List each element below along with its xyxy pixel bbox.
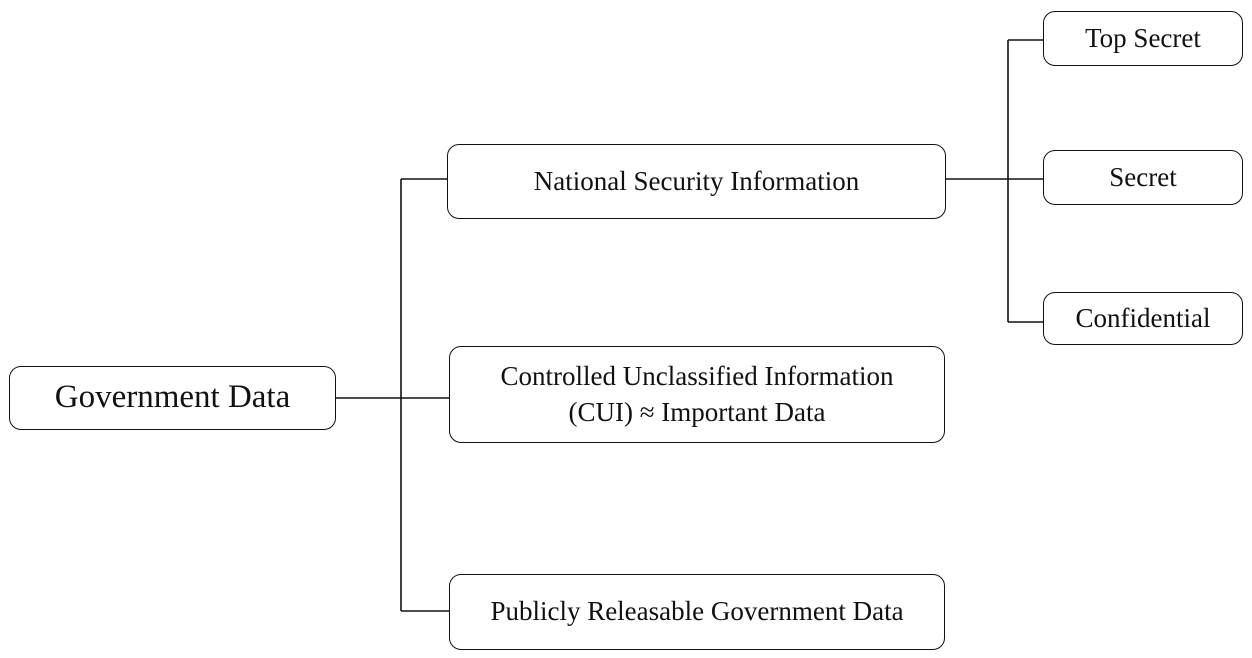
node-cui-label-line2: (CUI) ≈ Important Data — [568, 396, 826, 427]
node-secret-label: Secret — [1109, 161, 1177, 192]
node-confidential: Confidential — [1043, 292, 1243, 345]
node-national-security-information-label: National Security Information — [533, 165, 860, 196]
node-secret: Secret — [1043, 150, 1243, 205]
node-cui-text: Controlled Unclassified Information (CUI… — [501, 359, 894, 430]
node-publicly-releasable-data: Publicly Releasable Government Data — [449, 574, 945, 650]
node-national-security-information: National Security Information — [447, 144, 946, 219]
node-controlled-unclassified-information: Controlled Unclassified Information (CUI… — [449, 346, 945, 443]
node-confidential-label: Confidential — [1075, 302, 1211, 333]
node-top-secret-label: Top Secret — [1085, 22, 1201, 53]
node-publicly-releasable-data-label: Publicly Releasable Government Data — [490, 596, 904, 627]
node-government-data: Government Data — [9, 366, 336, 430]
node-top-secret: Top Secret — [1043, 11, 1243, 66]
node-cui-label-line1: Controlled Unclassified Information — [500, 360, 894, 391]
node-government-data-label: Government Data — [54, 379, 291, 416]
